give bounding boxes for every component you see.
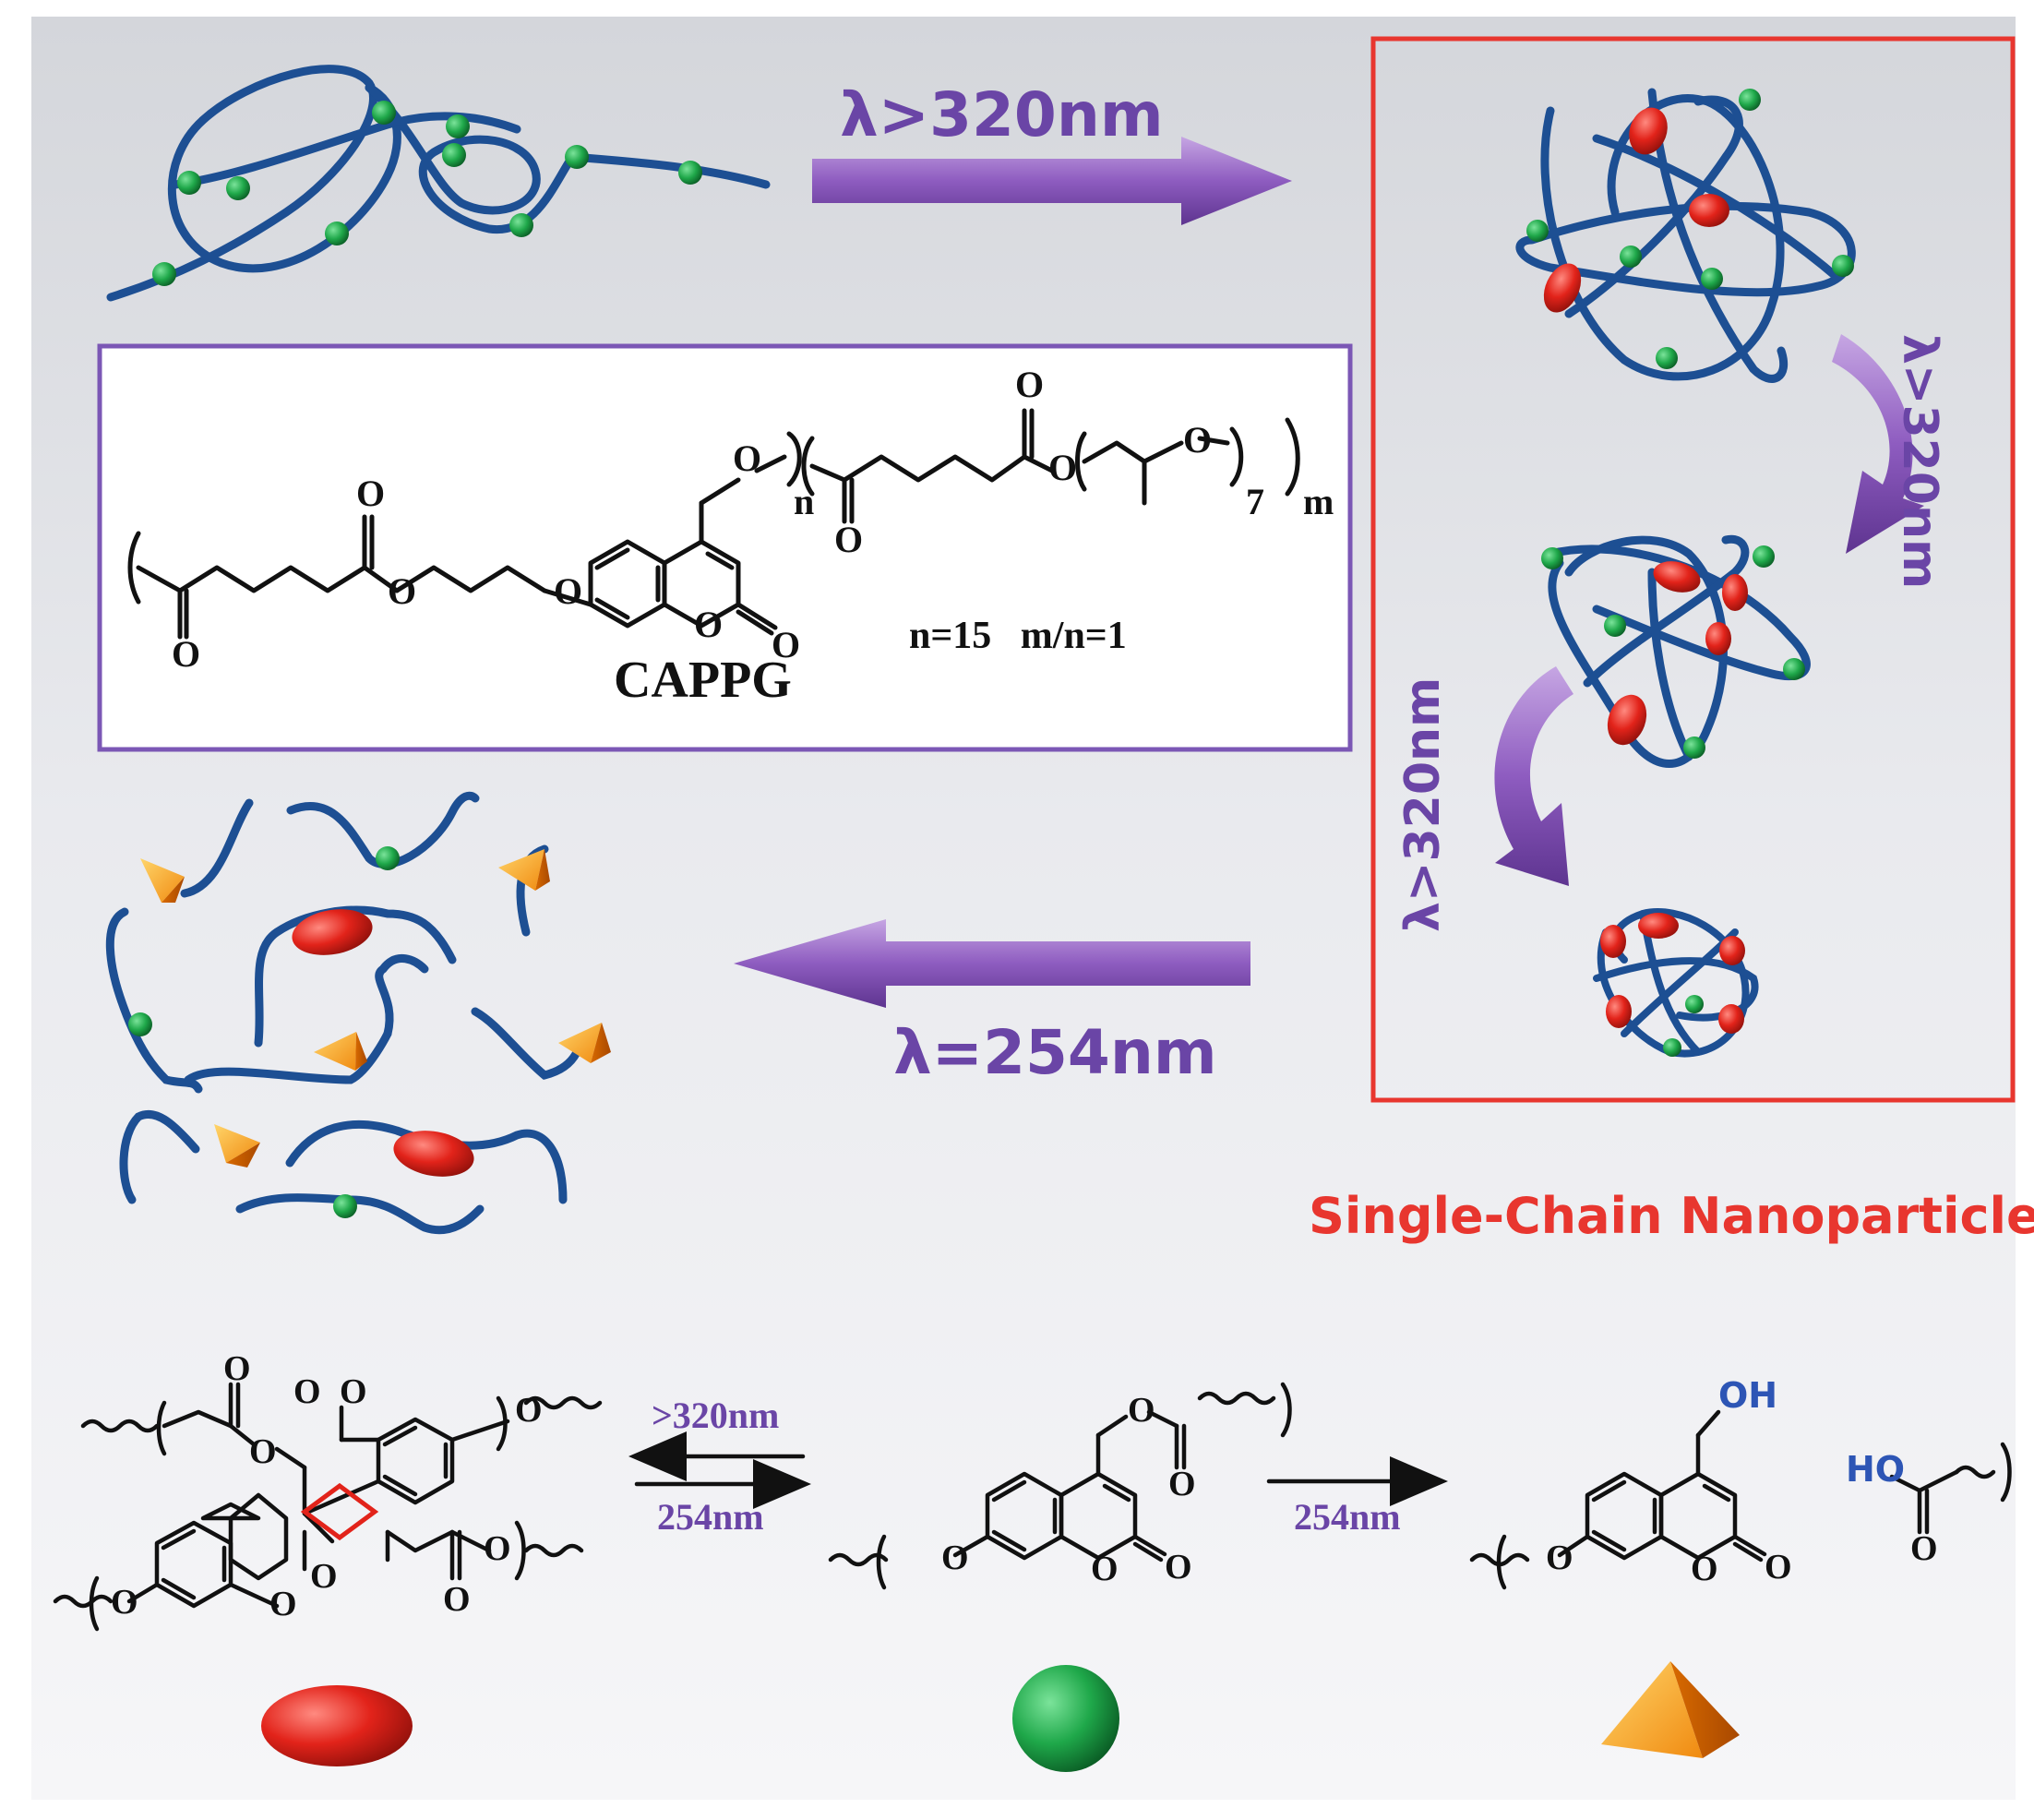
svg-text:O: O xyxy=(554,570,582,612)
svg-text:O: O xyxy=(941,1539,969,1577)
svg-text:O: O xyxy=(249,1432,277,1471)
svg-text:O: O xyxy=(1165,1548,1192,1587)
legend-red-ellipsoid xyxy=(261,1685,413,1766)
polymer-name: CAPPG xyxy=(614,652,792,709)
svg-text:O: O xyxy=(356,473,385,514)
subscript-m: m xyxy=(1303,481,1334,522)
label-ho: HO xyxy=(1846,1449,1906,1490)
svg-text:O: O xyxy=(111,1583,138,1622)
svg-text:O: O xyxy=(694,604,723,645)
svg-text:O: O xyxy=(172,633,200,675)
svg-text:O: O xyxy=(1168,1465,1196,1503)
subscript-n: n xyxy=(794,481,815,522)
svg-text:O: O xyxy=(269,1585,297,1623)
label-uv-right-side: λ>320nm xyxy=(1892,334,1947,590)
label-dimer-forward: >320nm xyxy=(652,1395,780,1436)
svg-text:O: O xyxy=(1546,1539,1573,1577)
arrow-compact-2 xyxy=(1494,666,1573,886)
svg-text:O: O xyxy=(772,624,800,665)
label-dimer-back: 254nm xyxy=(657,1496,764,1538)
svg-text:O: O xyxy=(223,1349,251,1388)
arrow-compact-1 xyxy=(1832,334,1924,554)
label-oh: OH xyxy=(1718,1375,1778,1416)
svg-text:O: O xyxy=(1910,1529,1938,1568)
svg-text:O: O xyxy=(1691,1550,1718,1588)
svg-text:O: O xyxy=(1183,419,1212,461)
structure-frame xyxy=(97,343,1353,752)
legend-pyramid xyxy=(1601,1661,1740,1758)
svg-text:O: O xyxy=(1015,364,1044,405)
scnp-title: Single-Chain Nanoparticles xyxy=(1309,1187,2034,1245)
svg-text:O: O xyxy=(1091,1550,1119,1588)
scnp-frame xyxy=(1370,36,2016,1103)
svg-text:O: O xyxy=(293,1372,321,1411)
svg-text:O: O xyxy=(834,519,863,560)
legend-green-sphere xyxy=(1012,1665,1119,1772)
label-uv-forward: λ>320nm xyxy=(840,79,1164,150)
composition-label: n=15 m/n=1 xyxy=(909,615,1127,657)
arrow-backward xyxy=(734,919,1250,1008)
svg-text:O: O xyxy=(443,1580,471,1619)
svg-text:O: O xyxy=(310,1557,338,1596)
svg-text:O: O xyxy=(1765,1548,1792,1587)
label-uv-back: λ=254nm xyxy=(893,1017,1217,1088)
svg-text:O: O xyxy=(733,437,761,479)
svg-text:O: O xyxy=(1048,447,1077,488)
arrow-forward xyxy=(812,137,1292,225)
svg-text:O: O xyxy=(340,1372,367,1411)
label-uv-mid-side: λ>320nm xyxy=(1395,677,1451,932)
svg-text:O: O xyxy=(515,1391,543,1430)
svg-text:O: O xyxy=(484,1529,511,1568)
svg-text:O: O xyxy=(388,570,416,612)
svg-text:O: O xyxy=(1128,1391,1155,1430)
label-cleave: 254nm xyxy=(1294,1496,1401,1538)
subscript-7: 7 xyxy=(1246,481,1264,522)
